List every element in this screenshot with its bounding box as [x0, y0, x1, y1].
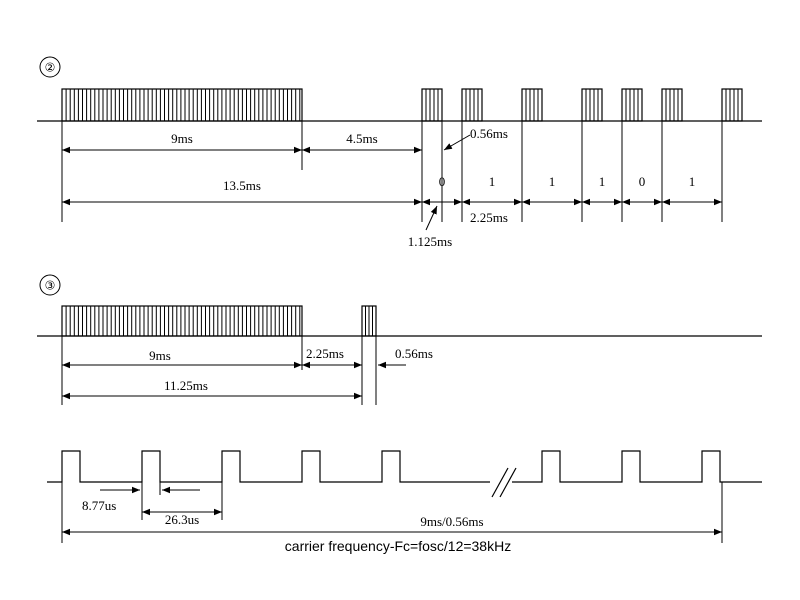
dim-0-56ms-label: 0.56ms — [470, 126, 508, 141]
carrier-break-mark — [491, 467, 517, 498]
carrier-waveform-left — [47, 450, 490, 483]
dim-2-25ms-label: 2.25ms — [470, 210, 508, 225]
dim-total-label: 9ms/0.56ms — [420, 514, 483, 529]
dim-1-125ms-label: 1.125ms — [408, 234, 452, 249]
section-2-bit-labels: 0 1 1 1 0 1 — [439, 174, 696, 189]
bit-burst — [421, 88, 443, 122]
carrier-section: 8.77us 26.3us 9ms/0.56ms carrier frequen… — [47, 450, 762, 554]
section-2-guides — [61, 121, 723, 222]
bit-value-label: 0 — [439, 174, 446, 189]
bit-value-label: 1 — [689, 174, 696, 189]
dim-4-5ms-label: 4.5ms — [346, 131, 377, 146]
section-2: ② 9ms 4.5ms 0.56ms — [37, 56, 762, 249]
dim-13-5ms-label: 13.5ms — [223, 178, 261, 193]
section-2-leader-burst — [61, 88, 303, 122]
section-2-marker: ② — [45, 61, 56, 75]
dim-2-25ms-repeat-label: 2.25ms — [306, 346, 344, 361]
carrier-frequency-caption: carrier frequency-Fc=fosc/12=38kHz — [285, 538, 511, 554]
section-3-marker: ③ — [45, 279, 56, 293]
section-3-repeat-hatch — [365, 306, 373, 336]
bit-burst — [461, 88, 483, 122]
section-3: ③ 9ms 2.25ms 0.56ms 11.25ms — [37, 274, 762, 405]
bit-burst — [621, 88, 643, 122]
bit-value-label: 1 — [489, 174, 496, 189]
section-2-leader-hatch — [65, 89, 301, 121]
section-3-leader-hatch — [65, 306, 301, 336]
bit-burst — [581, 88, 603, 122]
bit-value-label: 0 — [639, 174, 646, 189]
dim-9ms-repeat-label: 9ms — [149, 348, 171, 363]
bit-burst — [721, 88, 743, 122]
dim-26-3us-label: 26.3us — [165, 512, 199, 527]
carrier-waveform-right — [512, 450, 762, 483]
section-3-marker-circle — [39, 274, 61, 296]
section-3-leader-burst — [61, 305, 303, 337]
bit-burst — [521, 88, 543, 122]
dim-11-25ms-label: 11.25ms — [164, 378, 208, 393]
dim-1-125ms-pointer — [425, 205, 438, 231]
section-2-marker-circle — [39, 56, 61, 78]
dim-0-56ms-repeat-label: 0.56ms — [395, 346, 433, 361]
section-2-bit-bursts — [421, 88, 743, 122]
bit-burst — [661, 88, 683, 122]
dim-8-77us-label: 8.77us — [82, 498, 116, 513]
bit-value-label: 1 — [599, 174, 606, 189]
dim-0-56ms-pointer — [443, 134, 471, 151]
bit-value-label: 1 — [549, 174, 556, 189]
dim-9ms-label: 9ms — [171, 131, 193, 146]
